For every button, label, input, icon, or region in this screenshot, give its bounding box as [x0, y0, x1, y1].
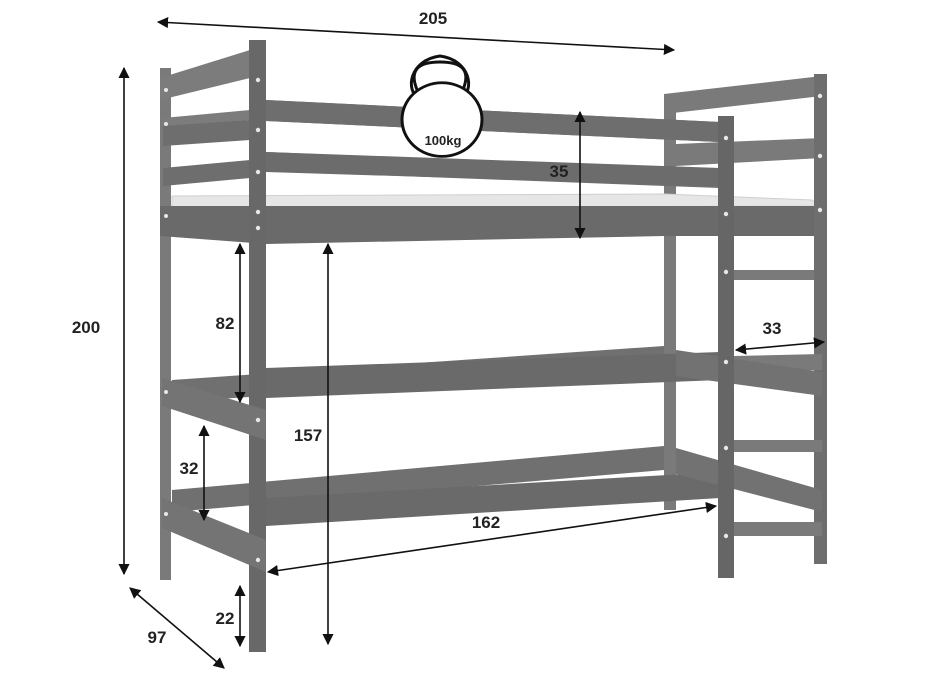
- kettlebell-icon: [400, 54, 484, 158]
- label-lower-rail-spacing: 32: [180, 459, 199, 478]
- label-upper-clearance: 82: [216, 314, 235, 333]
- left-end-top-rail: [160, 50, 250, 100]
- right-end-bottom-board: [676, 448, 822, 512]
- left-front-post: [249, 40, 266, 652]
- label-ladder-width: 33: [763, 319, 782, 338]
- label-depth: 97: [148, 628, 167, 647]
- ladder-rung-4: [734, 522, 822, 536]
- screws: [164, 77, 823, 563]
- label-inner-length: 162: [472, 513, 500, 532]
- back-bottom-rail: [172, 446, 664, 512]
- ladder-rung-3: [734, 440, 822, 452]
- bed-frame: [160, 40, 827, 652]
- label-under-bed-height: 157: [294, 426, 322, 445]
- front-bed-rail: [160, 206, 820, 244]
- left-end-bottom-board: [162, 498, 266, 572]
- left-end-rail-2: [163, 110, 250, 128]
- right-end-board-2: [676, 138, 822, 166]
- left-end-board-2: [163, 160, 250, 186]
- label-total-height: 200: [72, 318, 100, 337]
- ladder-rung-1: [734, 270, 814, 280]
- dimension-labels: 205 200 97 35 82 32 22 157 162 33: [72, 9, 782, 647]
- back-left-post: [160, 68, 171, 580]
- ladder: [676, 116, 822, 578]
- right-end-lower-board: [676, 350, 822, 396]
- weight-badge: 100kg: [400, 54, 484, 158]
- front-lower-rail: [266, 352, 720, 398]
- left-end-lower-board: [162, 378, 266, 440]
- ladder-front-rail: [718, 116, 734, 578]
- dimension-lines: [118, 16, 826, 669]
- back-right-post: [664, 95, 676, 510]
- front-guard-rail-mid: [266, 152, 720, 186]
- label-floor-clearance: 22: [216, 609, 235, 628]
- right-end-top-board: [664, 76, 822, 114]
- left-end-board-1: [163, 120, 250, 146]
- front-guard-rail-top: [266, 100, 720, 142]
- weight-label: 100kg: [425, 133, 462, 148]
- label-total-length: 205: [419, 9, 447, 28]
- label-guard-rail-height: 35: [550, 162, 569, 181]
